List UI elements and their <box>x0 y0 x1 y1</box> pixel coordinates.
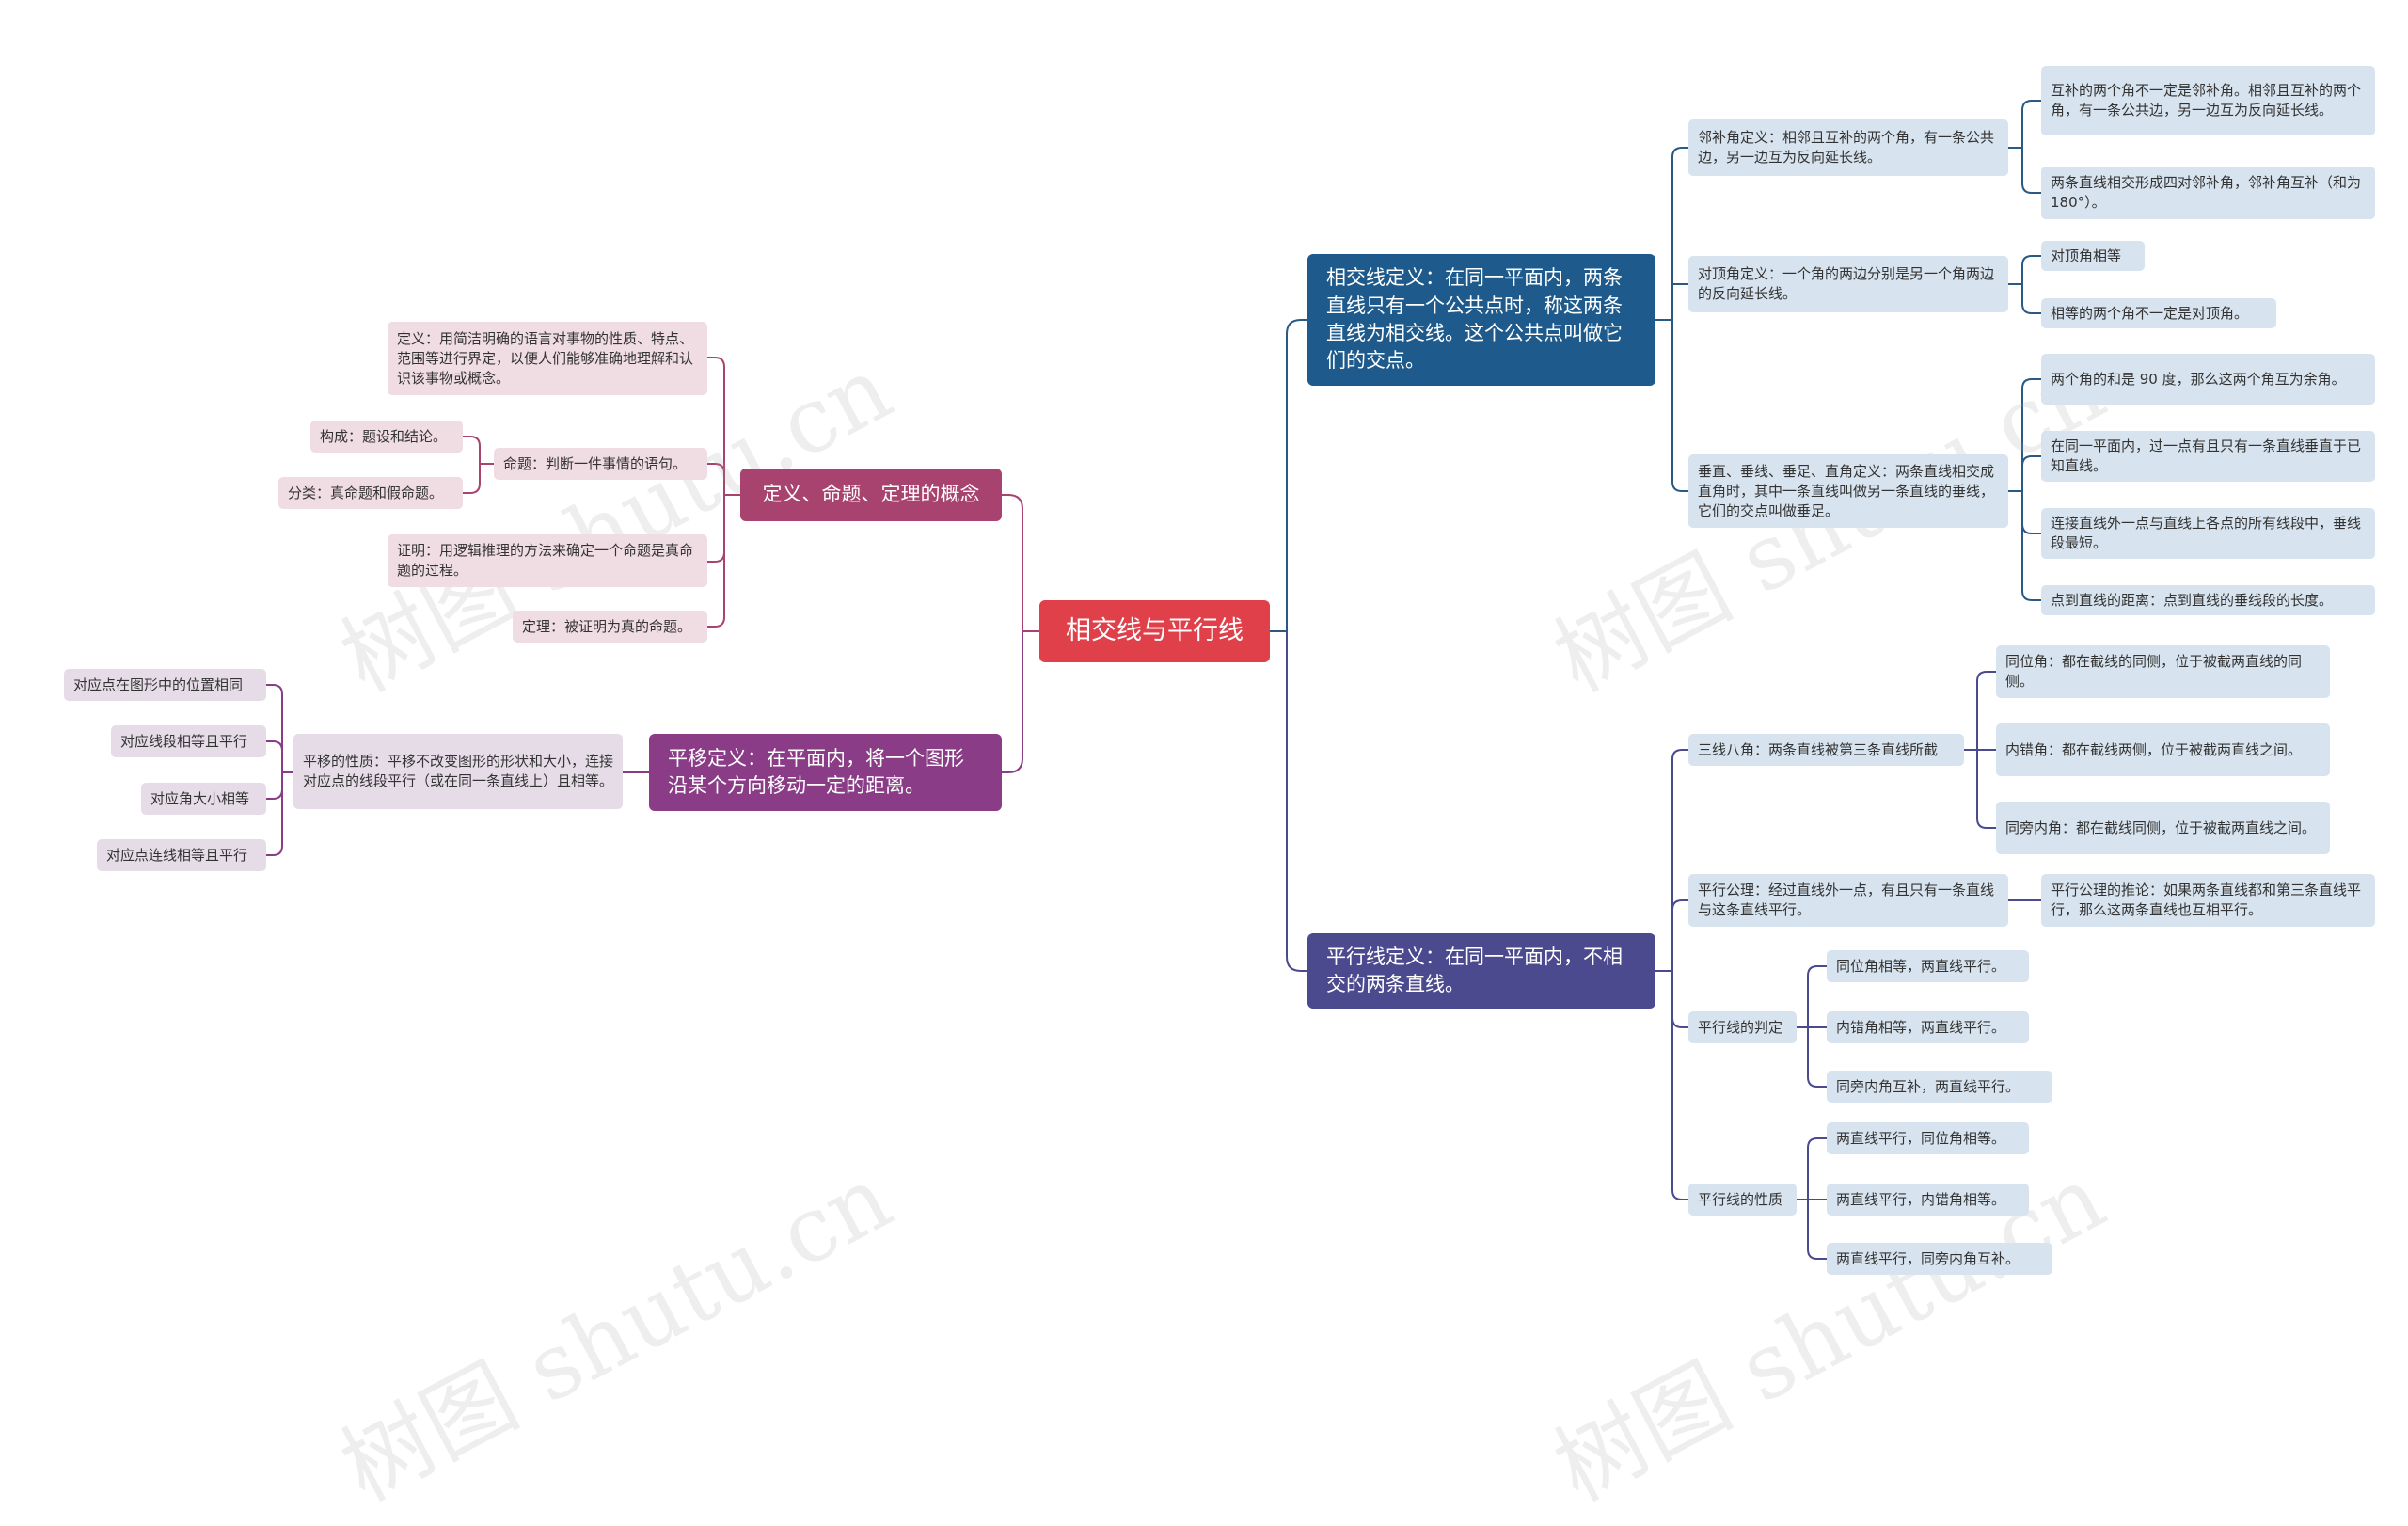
judgment-note-3[interactable]: 同旁内角互补，两直线平行。 <box>1827 1071 2052 1103</box>
property-note-2[interactable]: 两直线平行，内错角相等。 <box>1827 1184 2029 1216</box>
root-node[interactable]: 相交线与平行线 <box>1039 600 1270 662</box>
proposition-node[interactable]: 命题：判断一件事情的语句。 <box>494 448 707 480</box>
adjacent-angle-note-1[interactable]: 互补的两个角不一定是邻补角。相邻且互补的两个角，有一条公共边，另一边互为反向延长… <box>2041 66 2375 135</box>
adjacent-angle-node[interactable]: 邻补角定义：相邻且互补的两个角，有一条公共边，另一边互为反向延长线。 <box>1688 119 2008 176</box>
proof-note[interactable]: 证明：用逻辑推理的方法来确定一个命题是真命题的过程。 <box>388 534 707 587</box>
property-note-3[interactable]: 两直线平行，同旁内角互补。 <box>1827 1243 2052 1275</box>
vertical-angle-note-1[interactable]: 对顶角相等 <box>2041 241 2145 271</box>
adjacent-angle-note-2[interactable]: 两条直线相交形成四对邻补角，邻补角互补（和为 180°）。 <box>2041 167 2375 219</box>
translation-note-1[interactable]: 对应点在图形中的位置相同 <box>64 669 266 701</box>
alternate-interior-angle-note[interactable]: 内错角：都在截线两侧，位于被截两直线之间。 <box>1996 723 2330 776</box>
concepts-node[interactable]: 定义、命题、定理的概念 <box>740 469 1002 521</box>
judgment-note-1[interactable]: 同位角相等，两直线平行。 <box>1827 950 2029 982</box>
translation-properties-node[interactable]: 平移的性质：平移不改变图形的形状和大小，连接对应点的线段平行（或在同一条直线上）… <box>293 734 623 809</box>
theorem-note[interactable]: 定理：被证明为真的命题。 <box>513 611 707 643</box>
three-lines-eight-angles-node[interactable]: 三线八角：两条直线被第三条直线所截 <box>1688 734 1964 766</box>
perpendicular-note-2[interactable]: 在同一平面内，过一点有且只有一条直线垂直于已知直线。 <box>2041 431 2375 482</box>
intersect-definition-node[interactable]: 相交线定义：在同一平面内，两条直线只有一个公共点时，称这两条直线为相交线。这个公… <box>1307 254 1656 386</box>
same-side-interior-angle-note[interactable]: 同旁内角：都在截线同侧，位于被截两直线之间。 <box>1996 802 2330 854</box>
translation-note-2[interactable]: 对应线段相等且平行 <box>111 725 266 757</box>
definition-note[interactable]: 定义：用简洁明确的语言对事物的性质、特点、范围等进行界定，以便人们能够准确地理解… <box>388 322 707 395</box>
perpendicular-note-1[interactable]: 两个角的和是 90 度，那么这两个角互为余角。 <box>2041 354 2375 405</box>
proposition-structure-note[interactable]: 构成：题设和结论。 <box>310 421 463 453</box>
translation-note-3[interactable]: 对应角大小相等 <box>141 783 266 815</box>
parallel-axiom-corollary-note[interactable]: 平行公理的推论：如果两条直线都和第三条直线平行，那么这两条直线也互相平行。 <box>2041 874 2375 927</box>
proposition-types-note[interactable]: 分类：真命题和假命题。 <box>278 477 463 509</box>
judgment-note-2[interactable]: 内错角相等，两直线平行。 <box>1827 1011 2029 1043</box>
perpendicular-note-3[interactable]: 连接直线外一点与直线上各点的所有线段中，垂线段最短。 <box>2041 508 2375 559</box>
translation-note-4[interactable]: 对应点连线相等且平行 <box>97 839 266 871</box>
translation-definition-node[interactable]: 平移定义：在平面内，将一个图形沿某个方向移动一定的距离。 <box>649 734 1002 811</box>
parallel-definition-node[interactable]: 平行线定义：在同一平面内，不相交的两条直线。 <box>1307 933 1656 1009</box>
parallel-judgment-node[interactable]: 平行线的判定 <box>1688 1011 1797 1043</box>
property-note-1[interactable]: 两直线平行，同位角相等。 <box>1827 1122 2029 1154</box>
vertical-angle-node[interactable]: 对顶角定义：一个角的两边分别是另一个角两边的反向延长线。 <box>1688 256 2008 312</box>
vertical-angle-note-2[interactable]: 相等的两个角不一定是对顶角。 <box>2041 298 2276 328</box>
parallel-properties-node[interactable]: 平行线的性质 <box>1688 1184 1797 1216</box>
corresponding-angle-note[interactable]: 同位角：都在截线的同侧，位于被截两直线的同侧。 <box>1996 645 2330 698</box>
perpendicular-note-4[interactable]: 点到直线的距离：点到直线的垂线段的长度。 <box>2041 585 2375 615</box>
perpendicular-node[interactable]: 垂直、垂线、垂足、直角定义：两条直线相交成直角时，其中一条直线叫做另一条直线的垂… <box>1688 454 2008 528</box>
connector-lines <box>266 100 2041 1260</box>
parallel-axiom-node[interactable]: 平行公理：经过直线外一点，有且只有一条直线与这条直线平行。 <box>1688 874 2008 927</box>
